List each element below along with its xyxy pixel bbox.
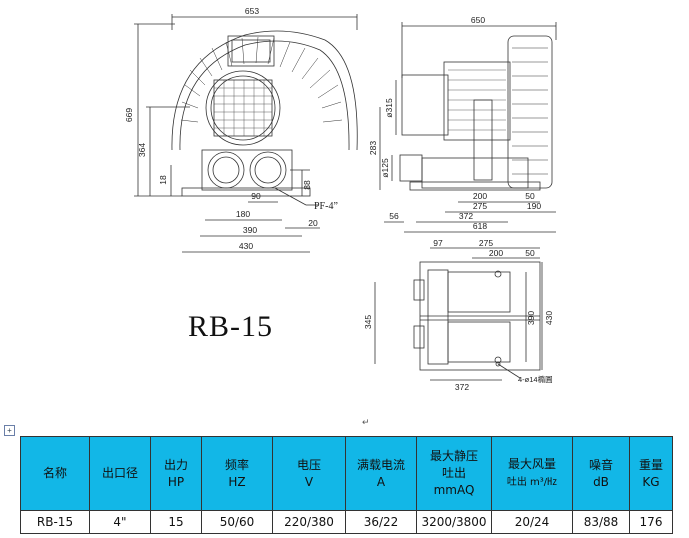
model-title: RB-15: [188, 310, 274, 343]
dim-top-372: 372: [455, 382, 469, 392]
dim-side-283: 283: [368, 141, 378, 155]
dim-top-430: 430: [544, 311, 554, 325]
dim-top-345: 345: [363, 315, 373, 329]
dim-side-50: 50: [525, 191, 535, 201]
front-view: [134, 14, 358, 253]
dim-front-20: 20: [308, 218, 318, 228]
paragraph-mark: ↵: [362, 417, 370, 427]
dim-side-190: 190: [527, 201, 541, 211]
dim-side-200: 200: [473, 191, 487, 201]
dim-side-618: 618: [473, 221, 487, 231]
pf-label: PF-4”: [314, 201, 338, 212]
dim-front-430: 430: [239, 241, 253, 251]
cell-outlet: 4": [89, 510, 151, 534]
dim-top-200: 200: [489, 248, 503, 258]
top-view: [374, 247, 543, 381]
cell-noise: 83/88: [572, 510, 630, 534]
dim-front-88: 88: [302, 180, 312, 190]
cell-voltage: 220/380: [272, 510, 346, 534]
dim-front-364: 364: [137, 143, 147, 157]
dim-top-390: 390: [526, 311, 536, 325]
header-name: 名称: [20, 436, 90, 511]
dim-side-275: 275: [473, 201, 487, 211]
dim-front-390: 390: [243, 225, 257, 235]
dim-front-90: 90: [251, 191, 261, 201]
dim-front-18: 18: [158, 175, 168, 185]
dim-top-97: 97: [433, 238, 443, 248]
dim-front-width: 653: [245, 6, 259, 16]
dim-top-275: 275: [479, 238, 493, 248]
table-move-handle-icon[interactable]: +: [4, 425, 15, 436]
cell-static-pressure: 3200/3800: [416, 510, 492, 534]
cell-weight: 176: [629, 510, 673, 534]
header-air-flow: 最大风量吐出 m³/㎐: [491, 436, 573, 511]
cell-frequency: 50/60: [201, 510, 273, 534]
dim-side-width: 650: [471, 15, 485, 25]
spec-data-row: RB-15 4" 15 50/60 220/380 36/22 3200/380…: [20, 510, 673, 534]
cell-air-flow: 20/24: [491, 510, 573, 534]
cell-model: RB-15: [20, 510, 90, 534]
technical-drawing: 653 669 364 18 88 90 180 390 430 20 PF-4…: [124, 6, 557, 392]
dim-top-50: 50: [525, 248, 535, 258]
cell-power: 15: [150, 510, 202, 534]
dim-side-125: ø125: [380, 158, 390, 178]
dim-side-56: 56: [389, 211, 399, 221]
dim-front-height: 669: [124, 108, 134, 122]
dim-holes: 4-ø14橢圓: [518, 374, 553, 384]
cell-current: 36/22: [345, 510, 417, 534]
dim-front-180: 180: [236, 209, 250, 219]
side-view: [379, 22, 557, 233]
dim-side-372: 372: [459, 211, 473, 221]
header-outlet: 出口径: [89, 436, 151, 511]
dim-side-315: ø315: [384, 98, 394, 118]
